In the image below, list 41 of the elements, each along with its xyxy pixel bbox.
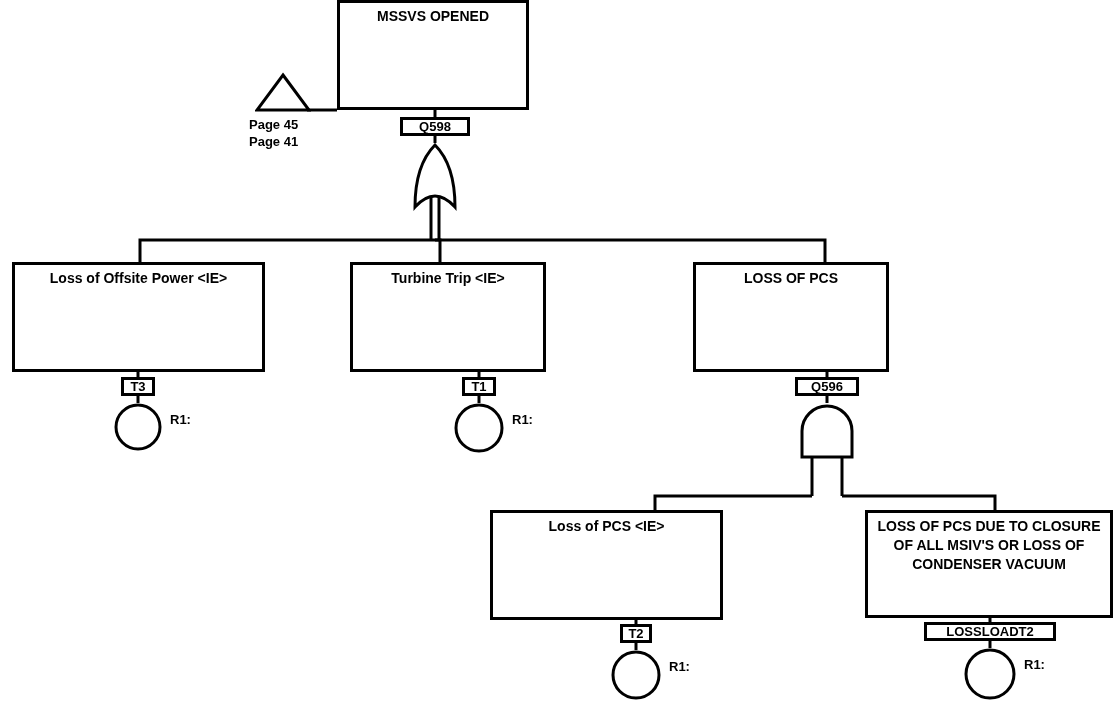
- gate-label-box: Q598: [400, 117, 470, 136]
- gate-label-box: T2: [620, 624, 652, 643]
- gate-label-box: T1: [462, 377, 496, 396]
- connector-line: [433, 238, 827, 262]
- connector-line: [634, 643, 638, 650]
- or-gate-symbol: [412, 143, 458, 240]
- connector-line: [477, 372, 481, 377]
- event-box: LOSS OF PCS: [693, 262, 889, 372]
- connector-line: [825, 396, 829, 403]
- side-note: R1:: [669, 658, 690, 675]
- event-box: MSSVS OPENED: [337, 0, 529, 110]
- side-note: Page 41: [249, 133, 299, 150]
- connector-line: [433, 110, 437, 117]
- event-box: Loss of PCS <IE>: [490, 510, 723, 620]
- connector-line: [840, 494, 997, 510]
- gate-label-box: Q596: [795, 377, 859, 396]
- event-box: Loss of Offsite Power <IE>: [12, 262, 265, 372]
- connector-line: [136, 372, 140, 377]
- gate-label-box: T3: [121, 377, 155, 396]
- connector-line: [477, 396, 481, 403]
- basic-event-circle: [964, 648, 1016, 700]
- connector-line: [653, 494, 814, 510]
- side-note: R1:: [1024, 656, 1045, 673]
- connector-line: [825, 372, 829, 377]
- connector-line: [634, 620, 638, 624]
- basic-event-circle: [454, 403, 504, 453]
- connector-line: [307, 108, 337, 112]
- basic-event-circle: [611, 650, 661, 700]
- connector-line: [138, 238, 437, 262]
- connector-line: [136, 396, 140, 403]
- side-note: R1:: [170, 411, 191, 428]
- connector-line: [988, 641, 992, 648]
- side-note: R1:: [512, 411, 533, 428]
- connector-line: [433, 136, 437, 143]
- gate-label-box: LOSSLOADT2: [924, 622, 1056, 641]
- connector-line: [988, 618, 992, 622]
- basic-event-circle: [114, 403, 162, 451]
- event-box: Turbine Trip <IE>: [350, 262, 546, 372]
- side-note: Page 45: [249, 116, 299, 133]
- event-box: LOSS OF PCS DUE TO CLOSURE OF ALL MSIV'S OR LOSS OF CONDENSER VACUUM: [865, 510, 1113, 618]
- transfer-triangle: [255, 72, 311, 112]
